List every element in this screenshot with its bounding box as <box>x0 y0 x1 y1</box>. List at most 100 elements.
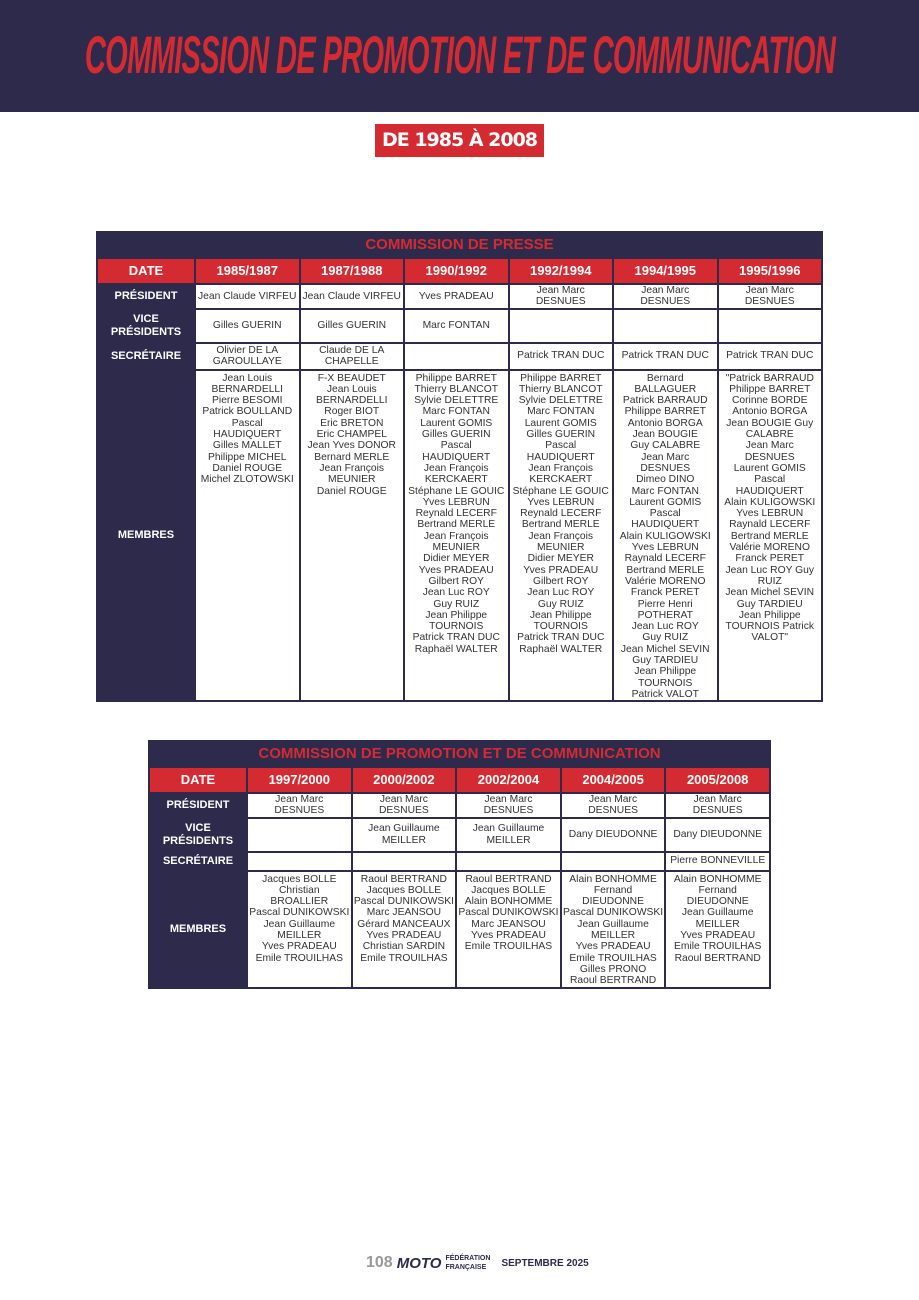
member-name: Pascal HAUDIQUERT <box>735 474 804 497</box>
member-name: Emile TROUILHAS <box>255 952 343 964</box>
member-name: Raynald LECERF <box>729 519 811 531</box>
member-name: Patrick VALOT <box>631 688 699 700</box>
member-name: Gilles GUERIN <box>421 429 491 441</box>
president-cell: Jean Marc DESNUES <box>350 792 458 819</box>
member-name: Philippe BARRET <box>520 372 602 384</box>
member-name: Didier MEYER <box>527 553 594 565</box>
member-name: Jean Philippe TOURNOIS <box>529 609 592 633</box>
member-name: Thierry BLANCOT <box>518 383 603 395</box>
president-cell: Jean Marc DESNUES <box>716 283 823 310</box>
members-label: MEMBRES <box>96 368 196 703</box>
member-name: Patrick BARRAUD <box>622 395 708 407</box>
title-row: COMMISSION DE PRESSE <box>96 231 823 259</box>
member-name: Pascal DUNIKOWSKI <box>249 907 350 919</box>
member-name: Guy CALABRE <box>630 440 701 452</box>
secretary-cell: Patrick TRAN DUC <box>507 341 614 371</box>
member-name: Yves PRADEAU <box>366 930 442 942</box>
promotion-commission-table: COMMISSION DE PROMOTION ET DE COMMUNICAT… <box>148 740 771 989</box>
member-name: Yves PRADEAU <box>261 941 337 953</box>
member-name: Raynald LECERF <box>624 553 706 565</box>
member-name: Laurent GOMIS <box>524 417 597 429</box>
member-name: Jean François MEUNIER <box>423 530 489 554</box>
period-header: 1992/1994 <box>507 257 614 285</box>
member-name: Yves PRADEAU <box>575 941 651 953</box>
member-name: Jean Luc ROY Guy RUIZ <box>725 564 815 587</box>
member-name: Jean Philippe TOURNOIS Patrick VALOT" <box>725 609 815 644</box>
secretary-cell <box>246 850 353 872</box>
member-name: Jean Marc DESNUES <box>744 440 795 463</box>
vice-cell: Dany DIEUDONNE <box>559 816 667 853</box>
secretary-label: SECRÉTAIRE <box>148 850 248 872</box>
member-name: Gilles MALLET <box>212 440 282 452</box>
member-name: Gérard MANCEAUX <box>357 918 451 930</box>
vice-cell <box>612 307 719 344</box>
member-name: Dimeo DINO <box>636 474 695 486</box>
member-name: Marc JEANSOU <box>366 907 442 919</box>
period-header: 1995/1996 <box>716 257 823 285</box>
member-name: Antonio BORGA <box>732 406 808 418</box>
member-name: Emile TROUILHAS <box>674 941 762 953</box>
member-name: Jean François MEUNIER <box>528 530 594 554</box>
member-name: Jean Luc ROY <box>422 587 490 599</box>
member-name: "Patrick BARRAUD <box>725 372 814 384</box>
secretary-cell <box>350 850 458 872</box>
member-name: Antonio BORGA <box>627 417 703 429</box>
member-name: Patrick TRAN DUC <box>412 632 500 644</box>
member-name: Jean Michel SEVIN <box>725 587 815 599</box>
member-name: Reynald LECERF <box>520 508 602 520</box>
member-name: Pascal DUNIKOWSKI <box>458 907 559 919</box>
vice-cell <box>507 307 614 344</box>
member-name: Roger BIOT <box>324 406 380 418</box>
member-name: Yves PRADEAU <box>680 930 756 942</box>
member-name: Jean Louis BERNARDELLI <box>211 372 284 395</box>
member-name: Pascal HAUDIQUERT <box>213 417 282 441</box>
vice-cell: Dany DIEUDONNE <box>664 816 771 853</box>
member-name: Marc JEANSOU <box>471 918 546 930</box>
member-name: Bertrand MERLE <box>417 519 496 531</box>
member-name: Yves LEBRUN <box>422 496 490 508</box>
member-name: Patrick BOULLAND <box>202 406 293 418</box>
member-name: Jean BOUGIE Guy CALABRE <box>726 417 814 441</box>
member-name: Yves PRADEAU <box>523 564 599 576</box>
date-label: DATE <box>96 257 196 285</box>
member-name: Alain KULIGOWSKI <box>619 530 711 542</box>
member-name: Franck PERET <box>630 587 700 599</box>
member-name: Raoul BERTRAND <box>360 873 447 885</box>
secretary-cell <box>455 850 562 872</box>
member-name: Valérie MORENO <box>729 542 811 554</box>
vice-cell <box>246 816 353 853</box>
secretary-cell <box>403 341 510 371</box>
footer: 108 MOTO FÉDÉRATION FRANÇAISE SEPTEMBRE … <box>366 1254 589 1272</box>
member-name: Corinne BORDE <box>731 395 808 407</box>
member-name: Pascal DUNIKOWSKI <box>353 896 454 908</box>
member-name: Jean Guillaume MEILLER <box>263 918 336 942</box>
member-name: Guy RUIZ <box>642 632 689 644</box>
member-name: Alain BONHOMME <box>464 896 553 908</box>
members-label: MEMBRES <box>148 869 248 989</box>
period-header: 1994/1995 <box>612 257 719 285</box>
president-cell: Jean Marc DESNUES <box>559 792 667 819</box>
member-name: Raphaël WALTER <box>414 643 498 655</box>
member-name: Philippe BARRET <box>624 406 706 418</box>
member-name: Yves PRADEAU <box>471 930 546 942</box>
period-header: 1985/1987 <box>194 257 301 285</box>
page-number: 108 <box>366 1254 393 1271</box>
member-name: Michel ZLOTOWSKI <box>200 474 294 486</box>
member-name: Gilles GUERIN <box>526 429 596 441</box>
president-label: PRÉSIDENT <box>96 283 196 310</box>
president-cell: Yves PRADEAU <box>403 283 510 310</box>
federation-label: FÉDÉRATION FRANÇAISE <box>445 1255 491 1271</box>
member-name: Thierry BLANCOT <box>414 383 499 395</box>
member-name: Jean Louis BERNARDELLI <box>315 383 388 407</box>
member-name: Eric CHAMPEL <box>316 429 387 441</box>
member-name: Bertrand MERLE <box>521 519 600 531</box>
member-name: Jacques BOLLE <box>262 873 337 885</box>
